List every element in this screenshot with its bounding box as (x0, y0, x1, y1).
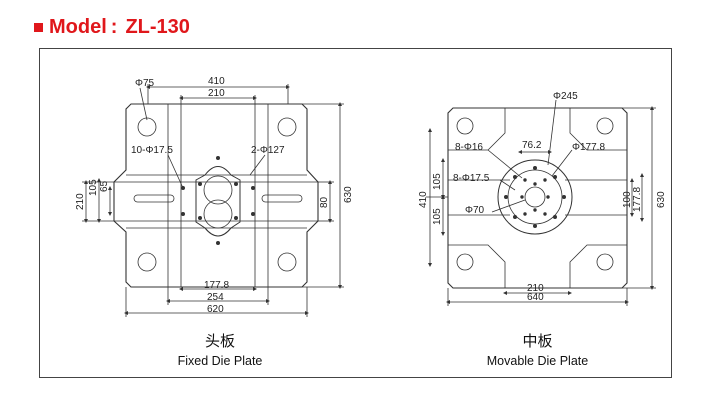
fixed-plate-caption: 头板 Fixed Die Plate (150, 330, 290, 368)
heading-model: ZL-130 (125, 15, 190, 38)
movable-plate-caption: 中板 Movable Die Plate (465, 330, 610, 368)
fixed-dim-w1778: 177.8 (204, 280, 229, 291)
fixed-dim-w410: 410 (208, 76, 225, 87)
fixed-plate-holes (181, 156, 255, 245)
fixed-plate-labels: Φ75 410 210 10-Φ17.5 2-Φ127 177.8 254 62… (75, 76, 354, 315)
fixed-dim-h210: 210 (75, 193, 86, 210)
fixed-plate-title-zh: 头板 (204, 332, 235, 350)
movable-dim-w762: 76.2 (522, 140, 542, 151)
fixed-dim-h630: 630 (343, 186, 354, 203)
movable-plate-title-en: Movable Die Plate (486, 354, 589, 368)
movable-dim-h630: 630 (656, 191, 667, 208)
heading-label: Model (49, 15, 107, 38)
fixed-dim-w210: 210 (208, 88, 225, 99)
movable-plate-title-zh: 中板 (522, 332, 553, 350)
movable-dim-d1778: Φ177.8 (572, 142, 605, 153)
fixed-plate-center-bore (195, 166, 241, 237)
fixed-dim-h105: 105 (88, 179, 99, 196)
movable-plate-outline (447, 107, 628, 289)
movable-dim-w640: 640 (527, 292, 544, 303)
heading-bullet-icon (34, 22, 43, 32)
fixed-plate-ear-hole (137, 117, 157, 137)
movable-dim-h105a: 105 (432, 173, 443, 190)
fixed-plate-title-en: Fixed Die Plate (177, 354, 263, 368)
movable-dim-d70: Φ70 (465, 205, 485, 216)
fixed-dim-d75: Φ75 (135, 78, 155, 89)
fixed-dim-h80: 80 (319, 196, 330, 208)
movable-plate-bore-70 (524, 186, 546, 208)
movable-plate-ear-hole (456, 117, 474, 135)
movable-plate-holes (504, 166, 566, 228)
movable-dim-w210: 210 (527, 283, 544, 294)
movable-dim-holes175: 8-Φ17.5 (453, 173, 490, 184)
fixed-dim-holes: 10-Φ17.5 (131, 145, 173, 156)
movable-plate-drawing (426, 99, 656, 306)
fixed-dim-h65: 65 (99, 180, 110, 192)
movable-plate-ring-245 (497, 159, 573, 235)
movable-plate-labels: Φ245 8-Φ16 76.2 Φ177.8 8-Φ17.5 Φ70 210 6… (418, 91, 667, 303)
model-heading: Model : ZL-130 (34, 14, 190, 40)
movable-dim-d245: Φ245 (553, 91, 578, 102)
fixed-dim-w254: 254 (207, 292, 224, 303)
heading-separator: : (110, 15, 118, 38)
fixed-dim-bores: 2-Φ127 (251, 145, 285, 156)
fixed-plate-drawing (82, 84, 344, 317)
fixed-dim-w620: 620 (207, 304, 224, 315)
movable-dim-holes16: 8-Φ16 (455, 142, 483, 153)
fixed-plate-center-slab (180, 103, 256, 288)
movable-dim-h410: 410 (418, 191, 429, 208)
drawing-frame (39, 48, 672, 378)
movable-dim-h100: 100 (622, 191, 633, 208)
movable-dim-h1778: 177.8 (632, 187, 643, 212)
movable-dim-h105b: 105 (432, 208, 443, 225)
fixed-plate-outline (113, 103, 319, 288)
